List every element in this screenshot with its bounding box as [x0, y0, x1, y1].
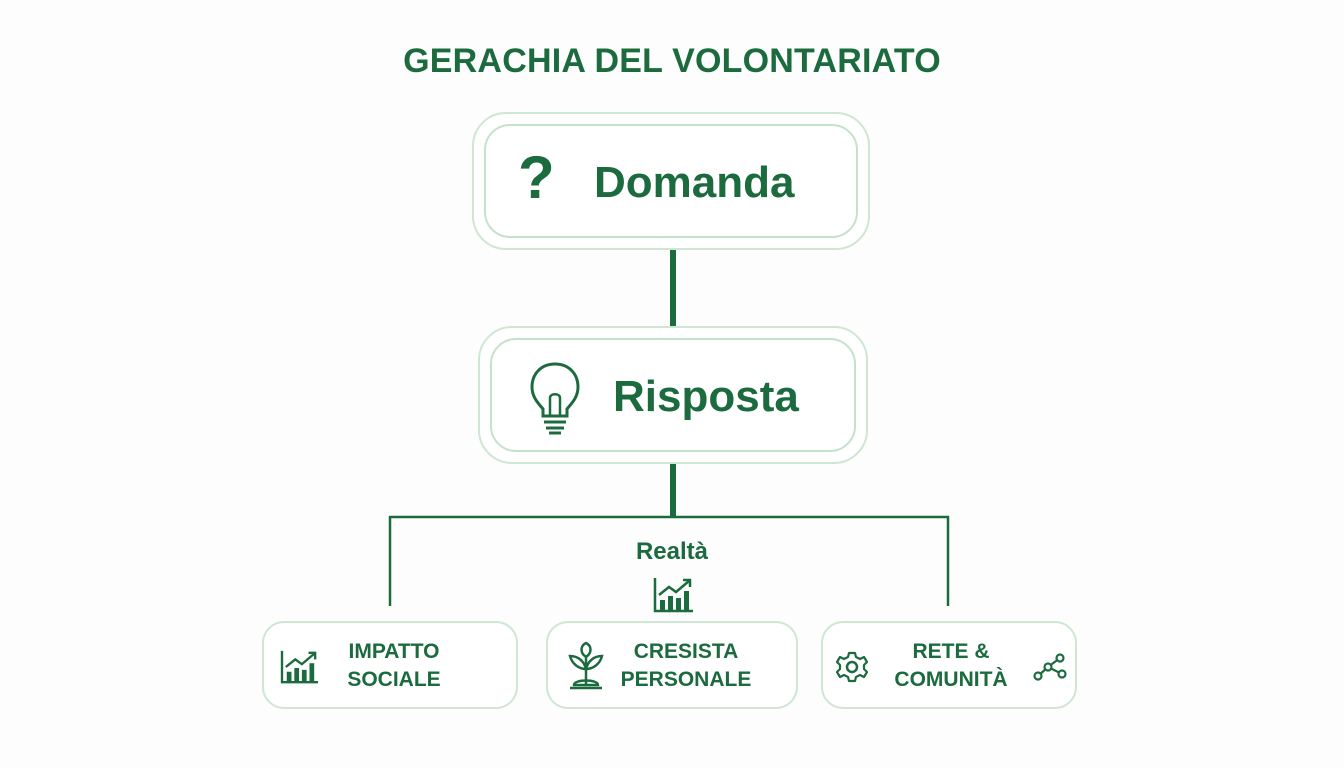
growth-chart-icon [653, 578, 693, 613]
leaf-label: CRESISTA PERSONALE [606, 638, 766, 694]
network-icon [1033, 653, 1067, 681]
leaf-label: RETE & COMUNITÀ [881, 638, 1021, 694]
leaf-rete-comunita: RETE & COMUNITÀ [821, 621, 1077, 709]
domanda-node-inner [484, 124, 858, 238]
lightbulb-icon [530, 362, 580, 435]
leaf-label-line: IMPATTO [348, 640, 440, 663]
leaf-label: IMPATTO SOCIALE [324, 638, 464, 694]
leaf-label-line: CRESISTA [633, 640, 739, 663]
question-mark-icon: ? [518, 144, 555, 211]
risposta-label: Risposta [613, 372, 799, 421]
sprout-icon [568, 641, 604, 690]
domanda-node: ? Domanda [472, 112, 870, 250]
gear-icon [835, 651, 869, 683]
risposta-node: Risposta [478, 326, 868, 464]
leaf-label-line: SOCIALE [347, 668, 441, 691]
leaf-cresista-personale: CRESISTA PERSONALE [546, 621, 798, 709]
growth-chart-icon [280, 650, 318, 684]
diagram-title: GERACHIA DEL VOLONTARIATO [403, 42, 941, 80]
domanda-label: Domanda [594, 158, 795, 207]
realta-label: Realtà [635, 538, 709, 565]
leaf-label-line: COMUNITÀ [894, 668, 1008, 691]
leaf-impatto-sociale: IMPATTO SOCIALE [262, 621, 518, 709]
leaf-label-line: PERSONALE [620, 668, 752, 691]
leaf-label-line: RETE & [912, 640, 990, 663]
